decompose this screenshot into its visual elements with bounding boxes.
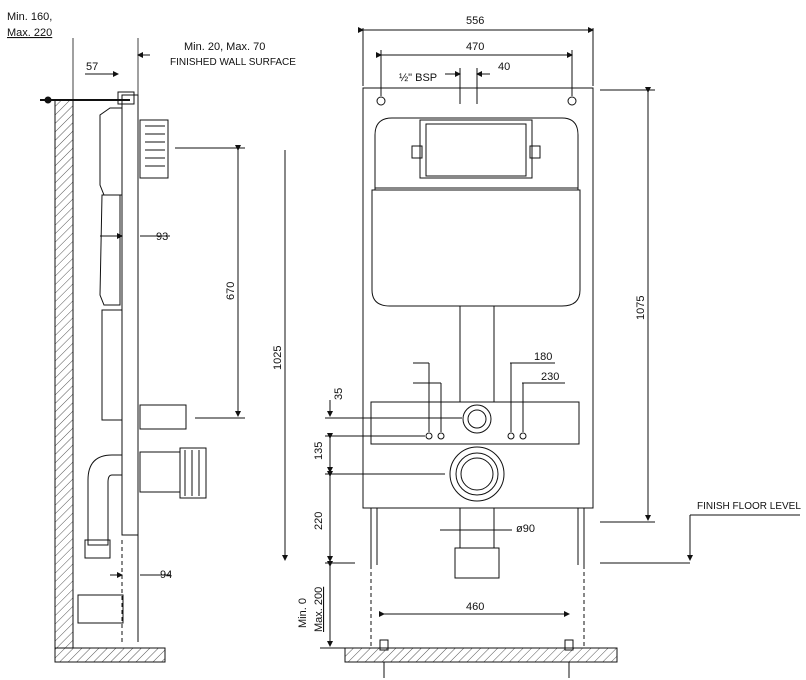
front-height-1075: 1075 — [635, 296, 647, 320]
front-leg-max: Max. 200 — [313, 587, 325, 632]
front-leg-spacing: 460 — [466, 601, 484, 613]
side-height-1025: 1025 — [272, 346, 284, 370]
front-width-470: 470 — [466, 41, 484, 53]
front-dim-220: 220 — [313, 512, 325, 530]
floor-section-front — [344, 647, 618, 663]
pan-connector — [179, 447, 207, 499]
front-frame — [362, 87, 594, 509]
side-view — [40, 38, 288, 663]
crossbar — [370, 401, 580, 445]
side-depth-93: 93 — [156, 231, 168, 243]
waste-bend — [87, 454, 123, 546]
front-offset-40: 40 — [498, 61, 510, 73]
cistern-front — [374, 117, 579, 190]
front-pipe-diameter: ø90 — [516, 523, 535, 535]
front-dim-35: 35 — [333, 388, 345, 400]
side-height-670: 670 — [225, 282, 237, 300]
side-minmax-bottom: Max. 220 — [7, 27, 52, 39]
front-dim-230: 230 — [541, 371, 559, 383]
side-minmax-top: Min. 160, — [7, 11, 52, 23]
outlet-pipe — [454, 547, 500, 579]
front-view — [320, 27, 800, 678]
side-offset-57: 57 — [86, 61, 98, 73]
side-depth-94: 94 — [160, 569, 172, 581]
front-bsp: ½" BSP — [399, 72, 437, 84]
floor-section-side — [54, 647, 166, 663]
flush-pipe — [459, 305, 495, 403]
front-width-556: 556 — [466, 15, 484, 27]
inlet-fitting — [139, 404, 187, 430]
front-dim-135: 135 — [313, 442, 325, 460]
floor-block — [77, 594, 124, 624]
flush-plate — [139, 119, 169, 179]
front-leg-min: Min. 0 — [297, 598, 309, 628]
inspection-opening — [419, 119, 533, 179]
pan-outlet — [449, 446, 505, 502]
cistern-side — [99, 107, 123, 196]
wall-section — [54, 99, 74, 649]
side-wall-gap: Min. 20, Max. 70 — [184, 41, 265, 53]
frame-column — [121, 94, 139, 536]
front-dim-180: 180 — [534, 351, 552, 363]
finish-floor-level: FINISH FLOOR LEVEL — [697, 501, 801, 512]
side-finished-wall: FINISHED WALL SURFACE — [170, 57, 296, 68]
